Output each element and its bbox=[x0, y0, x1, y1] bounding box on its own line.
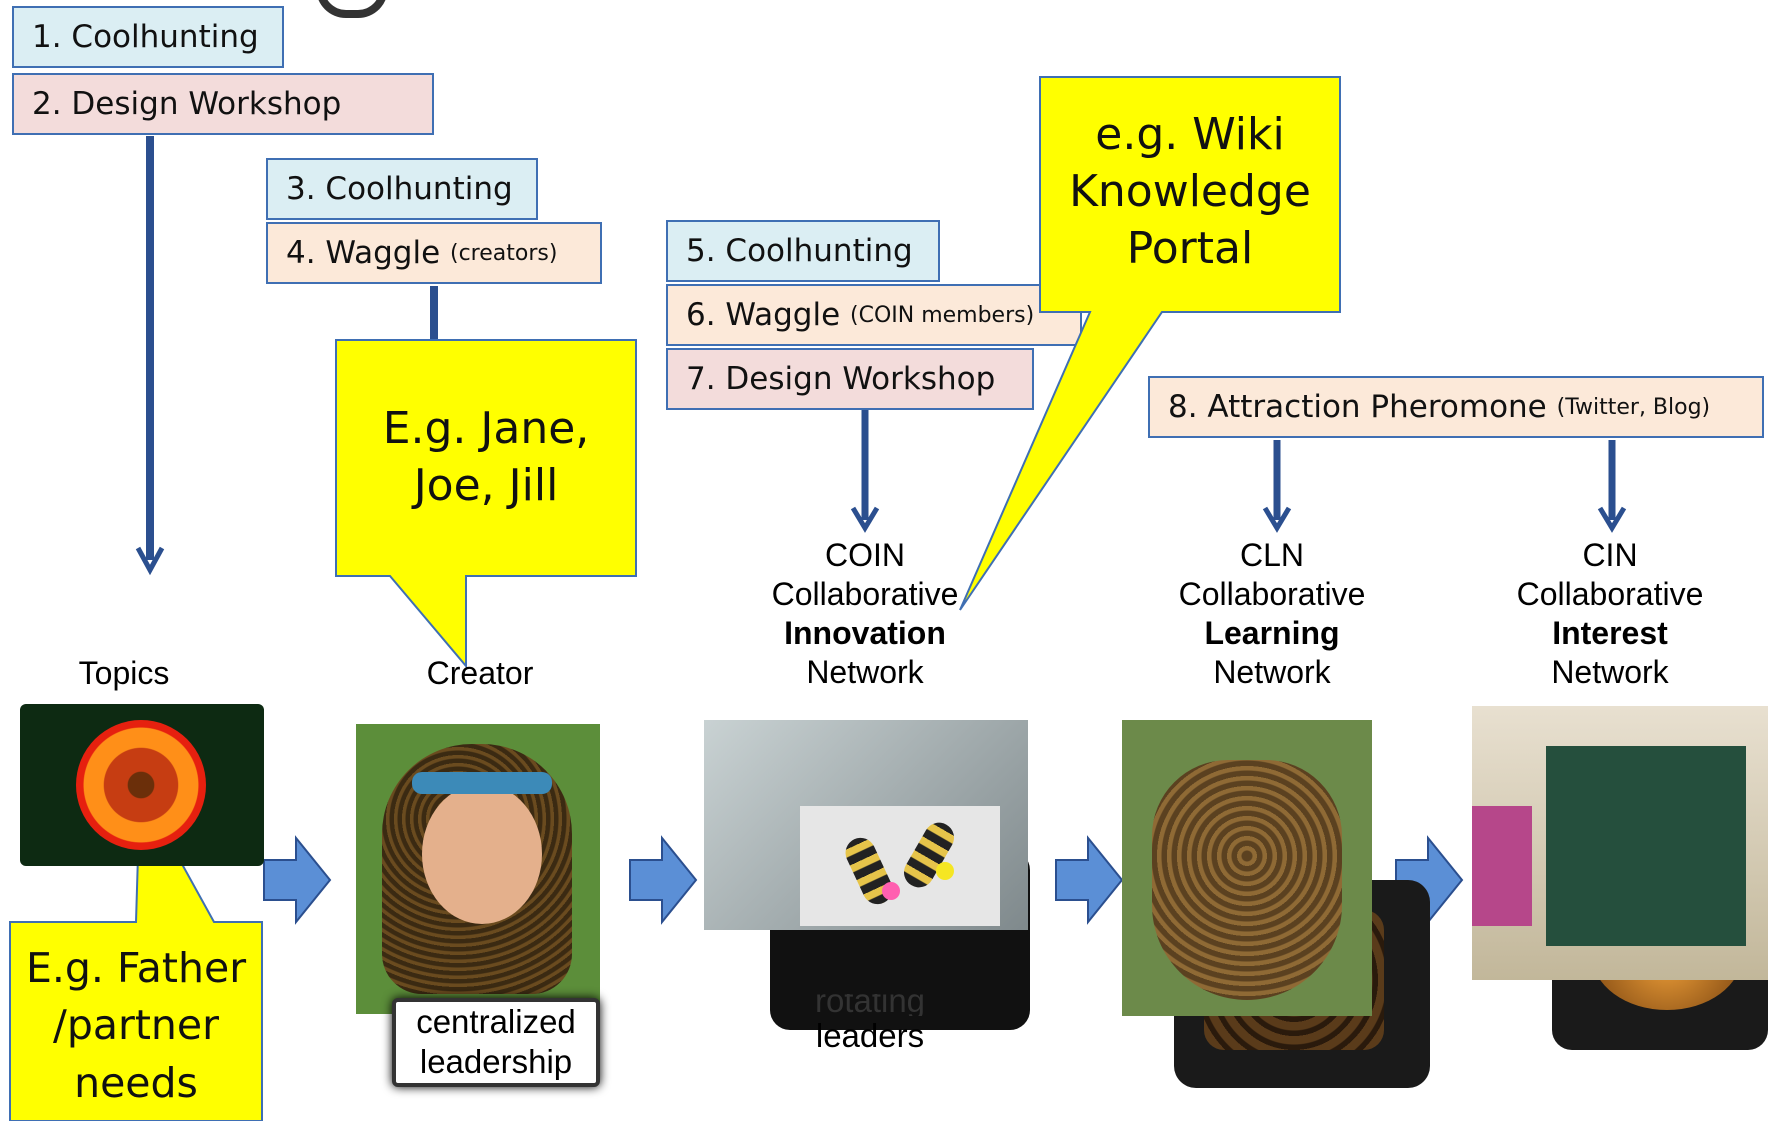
flower-image bbox=[20, 704, 264, 866]
step-2-box: 2. Design Workshop bbox=[12, 73, 434, 135]
names-callout-text: E.g. Jane, Joe, Jill bbox=[382, 403, 590, 512]
wiki-callout-text: e.g. Wiki Knowledge Portal bbox=[1069, 109, 1311, 275]
flow-arrow-1 bbox=[263, 835, 332, 925]
cln-image bbox=[1122, 720, 1372, 1016]
step-4-label: 4. Waggle bbox=[286, 235, 441, 271]
wiki-callout-shape bbox=[959, 76, 1341, 611]
step-4-box: 4. Waggle (creators) bbox=[266, 222, 602, 284]
step-6-note: (COIN members) bbox=[850, 302, 1035, 328]
down-arrow-coin bbox=[850, 410, 880, 533]
coin-label: COIN Collaborative Innovation Network bbox=[771, 537, 959, 691]
step-1-box: 1. Coolhunting bbox=[12, 6, 284, 68]
down-arrow-cin bbox=[1597, 440, 1627, 533]
needs-callout-shape bbox=[9, 784, 263, 1121]
cin-label: CIN Collaborative Interest Network bbox=[1516, 537, 1704, 691]
step-3-box: 3. Coolhunting bbox=[266, 158, 538, 220]
step-6-label: 6. Waggle bbox=[686, 297, 841, 333]
step-5-box: 5. Coolhunting bbox=[666, 220, 940, 282]
step-8-note: (Twitter, Blog) bbox=[1556, 394, 1711, 420]
step-7-box: 7. Design Workshop bbox=[666, 348, 1034, 410]
creator-image bbox=[356, 724, 600, 1014]
step-7-label: 7. Design Workshop bbox=[686, 361, 996, 397]
flow-arrow-3 bbox=[1055, 835, 1124, 925]
creator-label: Creator bbox=[426, 655, 534, 691]
step-8-label: 8. Attraction Pheromone bbox=[1168, 389, 1547, 425]
step-8-box: 8. Attraction Pheromone (Twitter, Blog) bbox=[1148, 376, 1764, 438]
step-2-label: 2. Design Workshop bbox=[32, 86, 342, 122]
step-5-label: 5. Coolhunting bbox=[686, 233, 913, 269]
topics-label: Topics bbox=[78, 655, 170, 691]
down-arrow-topics bbox=[135, 136, 165, 576]
coin-image bbox=[704, 720, 1028, 930]
flow-arrow-2 bbox=[629, 835, 698, 925]
down-arrow-cln bbox=[1262, 440, 1292, 533]
rotating-caption: rotating leaders bbox=[814, 994, 926, 1054]
needs-callout-text: E.g. Father /partner needs bbox=[25, 944, 247, 1107]
step-4-note: (creators) bbox=[450, 240, 558, 266]
step-3-label: 3. Coolhunting bbox=[286, 171, 513, 207]
centralized-caption: centralized leadership bbox=[392, 998, 600, 1087]
step-6-box: 6. Waggle (COIN members) bbox=[666, 284, 1082, 346]
step-1-label: 1. Coolhunting bbox=[32, 19, 259, 55]
cin-image bbox=[1472, 706, 1768, 980]
names-callout-shape bbox=[335, 339, 637, 669]
cln-label: CLN Collaborative Learning Network bbox=[1178, 537, 1366, 691]
